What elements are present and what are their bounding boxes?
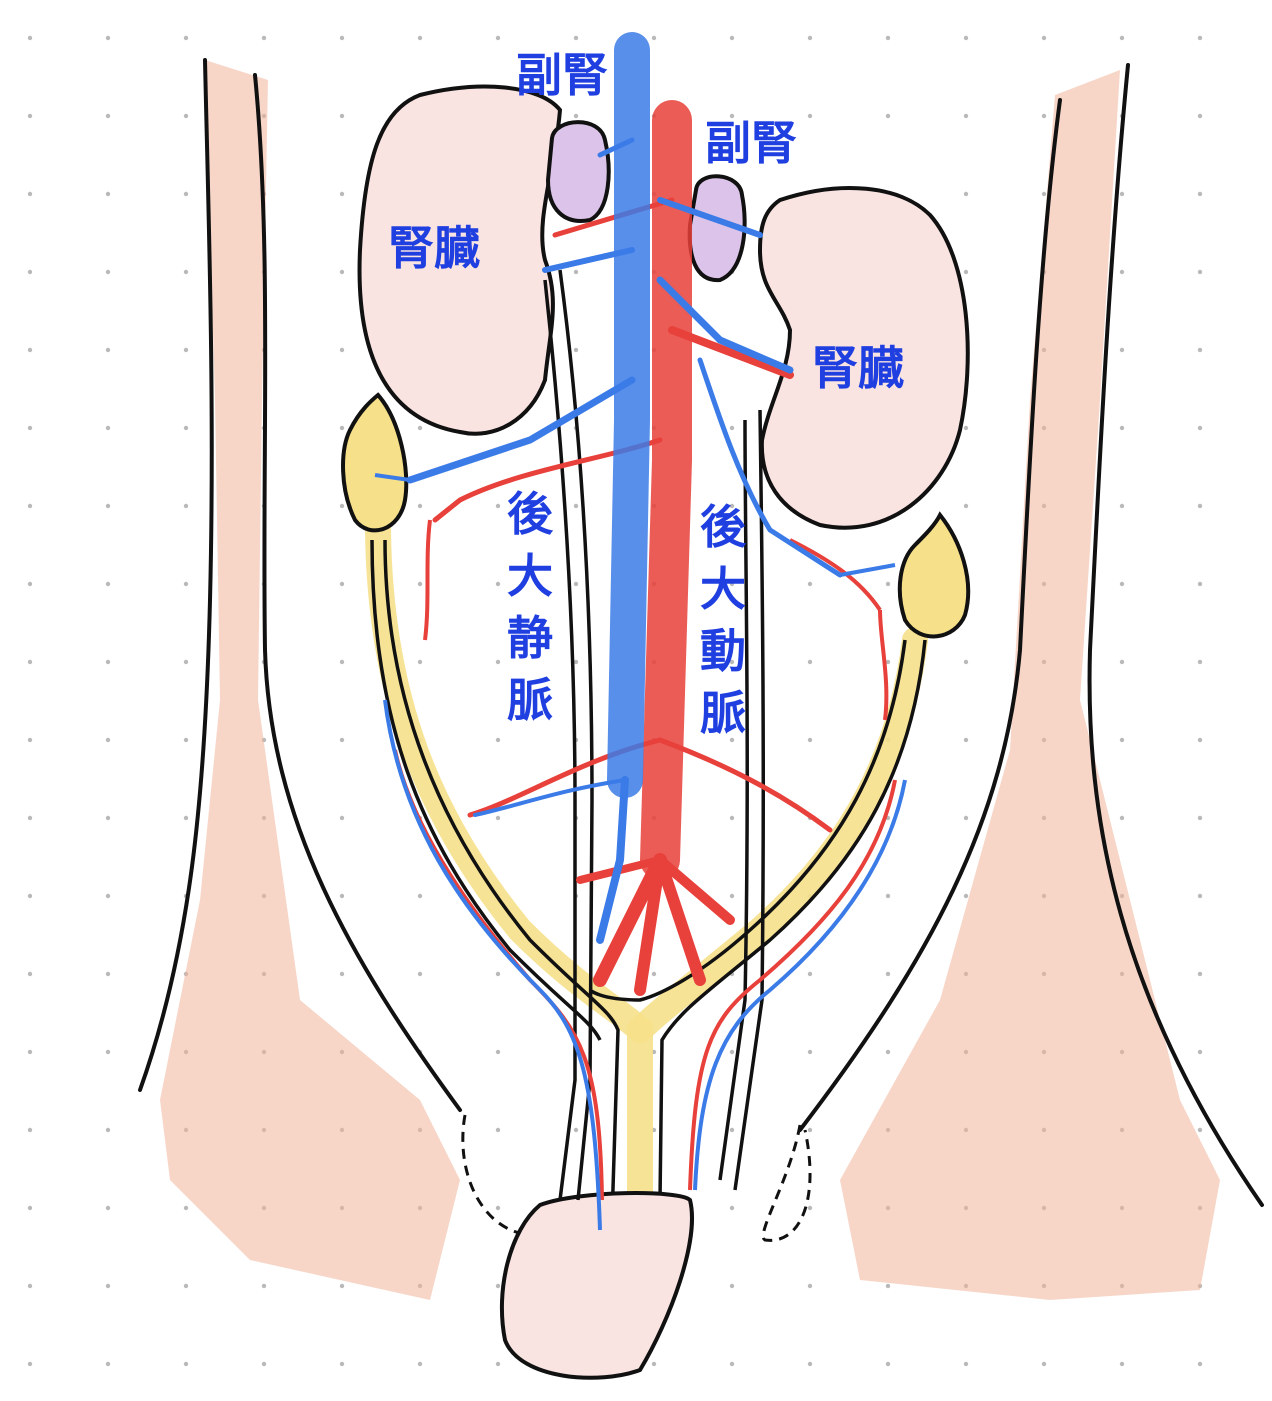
aorta-label: 後 大 動 脈 xyxy=(698,496,748,744)
ivc-label: 後 大 静 脈 xyxy=(505,483,555,731)
bladder xyxy=(499,1191,694,1380)
aorta-char: 大 xyxy=(700,562,746,616)
aorta-char: 動 xyxy=(700,624,746,678)
ivc-char: 脈 xyxy=(507,673,553,727)
kidney-label-right: 腎臓 xyxy=(812,341,904,395)
dashed-structures xyxy=(461,1114,812,1242)
vein-branches xyxy=(374,473,907,1231)
ivc-char: 静 xyxy=(507,611,553,665)
kidney-label-left: 腎臓 xyxy=(388,221,480,275)
right-adrenal-gland xyxy=(687,174,747,283)
aorta xyxy=(432,100,833,996)
aorta-char: 脈 xyxy=(700,686,746,740)
left-vesicle xyxy=(341,392,409,533)
ureter-left xyxy=(365,517,653,1223)
left-kidney xyxy=(357,84,563,436)
right-kidney xyxy=(757,186,970,530)
ureter-right xyxy=(627,627,928,1043)
right-vesicle xyxy=(897,511,971,639)
right-muscle xyxy=(840,70,1220,1300)
ivc-char: 後 xyxy=(507,487,553,541)
vena-cava xyxy=(406,32,843,944)
adrenal-label-right: 副腎 xyxy=(705,116,797,170)
adrenal-label-left: 副腎 xyxy=(516,48,608,102)
left-muscle xyxy=(160,60,460,1300)
ivc-char: 大 xyxy=(507,549,553,603)
aorta-char: 後 xyxy=(700,500,746,554)
left-adrenal-gland xyxy=(545,120,611,223)
body-outline xyxy=(138,58,1264,1207)
